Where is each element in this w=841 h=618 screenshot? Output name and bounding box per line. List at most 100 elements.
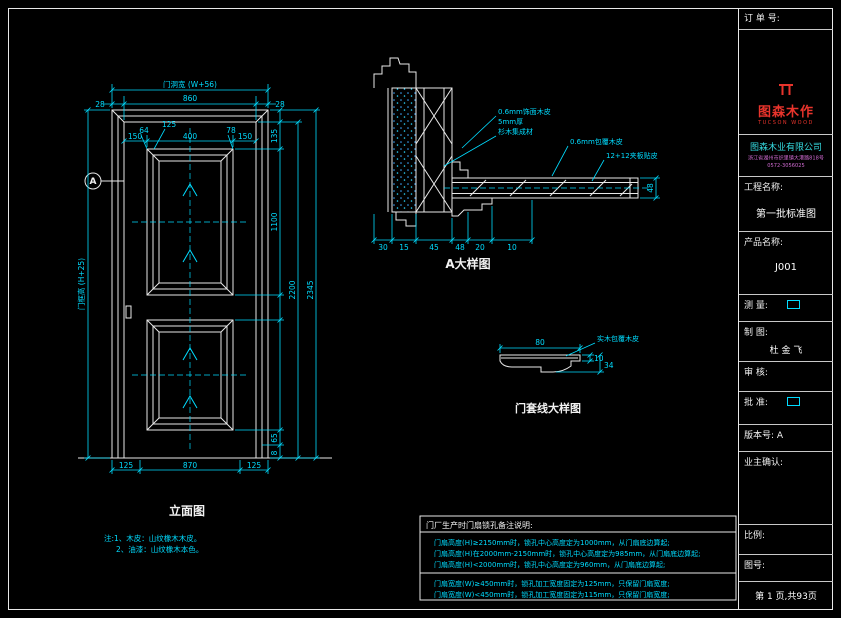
measure-label: 测 量:: [744, 301, 768, 311]
product-row: 产品名称: J001: [739, 232, 833, 295]
dim-stile-right: 150: [238, 132, 253, 141]
notes-title: 门厂生产时门扇锁孔备注说明:: [426, 520, 533, 530]
dim-8: 8: [270, 450, 279, 455]
project-label: 工程名称:: [744, 183, 784, 193]
dim-lead-64: 64: [139, 126, 149, 135]
dim-casing-10: 10: [594, 354, 604, 363]
dim-2200: 2200: [288, 280, 297, 299]
dim-a-48: 48: [455, 243, 465, 252]
scale-label: 比例:: [744, 531, 766, 541]
material-note-1: 注:1、木皮：山纹橡木木皮。: [104, 533, 201, 543]
casing-caption: 门套线大样图: [515, 401, 581, 415]
label-plywood: 12+12夹板贴皮: [606, 151, 658, 160]
company-name: 图森木业有限公司: [749, 143, 822, 153]
notes-box: [419, 515, 737, 601]
notes-line-1: 门扇高度(H)≥2150mm时，锁孔中心高度定为1000mm，从门扇底边算起;: [434, 538, 670, 547]
page-info-row: 第 1 页,共93页: [739, 582, 833, 610]
dim-panel-width: 400: [183, 132, 198, 141]
dim-28-left: 28: [95, 100, 105, 109]
draft-label: 制 图:: [744, 328, 768, 338]
order-number-row: 订 单 号:: [739, 8, 833, 30]
section-bubble-label: A: [90, 177, 97, 187]
dim-2345: 2345: [306, 280, 315, 299]
dim-leaf-width: 860: [183, 94, 198, 103]
review-label: 审 核:: [744, 368, 768, 378]
approve-stamp-box: [787, 397, 800, 406]
product-label: 产品名称:: [744, 238, 784, 248]
dim-a-45: 45: [429, 243, 439, 252]
dim-casing-34: 34: [604, 361, 614, 370]
title-block: 订 单 号: 图森木作 TUCSON WOOD 图森木业有限公司 浙江省湖州市织…: [738, 8, 833, 610]
version-label: 版本号: A: [744, 431, 784, 441]
approve-label: 批 准:: [744, 398, 768, 408]
project-value: 第一批标准图: [756, 209, 816, 220]
casing-dimension-lines: [497, 342, 604, 375]
dim-lead-125: 125: [162, 120, 177, 129]
dim-a-10: 10: [507, 243, 517, 252]
project-row: 工程名称: 第一批标准图: [739, 177, 833, 232]
measure-row: 测 量:: [739, 295, 833, 322]
review-row: 审 核:: [739, 362, 833, 392]
dim-frame-height: 门框高 (H+25): [76, 258, 86, 310]
notes-box-texts: 门厂生产时门扇锁孔备注说明: 门扇高度(H)≥2150mm时，锁孔中心高度定为1…: [426, 520, 701, 599]
elevation-dimension-lines: [84, 84, 320, 474]
dim-a-thickness: 48: [646, 183, 655, 193]
approve-row: 批 准:: [739, 392, 833, 425]
casing-profile-geometry: [499, 354, 581, 373]
dim-lead-78: 78: [226, 126, 236, 135]
figure-number-row: 图号:: [739, 555, 833, 582]
material-note-2: 2、油漆：山纹橡木本色。: [116, 544, 203, 554]
dim-bottom-mid: 870: [183, 461, 198, 470]
figure-number-label: 图号:: [744, 561, 766, 571]
dim-a-30: 30: [378, 243, 388, 252]
door-handle: [125, 305, 132, 319]
dim-65: 65: [270, 433, 279, 443]
grain-arrow-icons: [182, 183, 198, 409]
brand-name: 图森木作: [757, 105, 814, 120]
owner-confirm-row: 业主确认:: [739, 452, 833, 525]
dim-stile-left: 150: [128, 132, 143, 141]
label-face-veneer: 0.6mm饰面木皮: [498, 107, 551, 116]
dim-bottom-125r: 125: [247, 461, 262, 470]
notes-line-5: 门扇宽度(W)<450mm时，锁孔加工宽度固定为115mm，只保留门扇宽度;: [434, 590, 670, 599]
elevation-caption: 立面图: [169, 503, 205, 518]
dim-casing-80: 80: [535, 338, 545, 347]
tucson-logo-icon: [779, 84, 793, 95]
draft-value: 杜 金 飞: [769, 346, 803, 356]
label-solid-wood-veneer: 实木包覆木皮: [597, 334, 639, 343]
draft-row: 制 图: 杜 金 飞: [739, 322, 833, 362]
detail-a-texts: 0.6mm饰面木皮 5mm厚 杉木集成材 0.6mm包覆木皮 12+12夹板贴皮…: [378, 107, 657, 252]
page-info: 第 1 页,共93页: [755, 592, 817, 602]
scale-row: 比例:: [739, 525, 833, 555]
notes-line-3: 门扇高度(H)<2000mm时，锁孔中心高度定为960mm，从门扇底边算起;: [434, 560, 665, 569]
measure-stamp-box: [787, 300, 800, 309]
label-wrap-veneer: 0.6mm包覆木皮: [570, 137, 623, 146]
company-phone: 0572-3056025: [767, 162, 805, 169]
version-row: 版本号: A: [739, 425, 833, 452]
dim-28-right: 28: [275, 100, 285, 109]
order-number-label: 订 单 号:: [744, 14, 780, 24]
elevation-centerlines: [132, 128, 248, 452]
owner-confirm-label: 业主确认:: [744, 458, 784, 468]
detail-a-dimension-lines: [371, 115, 660, 244]
detail-a-geometry: [373, 57, 639, 227]
dim-135: 135: [270, 129, 279, 144]
label-5mm: 5mm厚: [498, 118, 523, 126]
notes-line-2: 门扇高度(H)在2000mm-2150mm时，锁孔中心高度定为985mm，从门扇…: [434, 549, 701, 558]
dim-a-15: 15: [399, 243, 409, 252]
sheet-border: [8, 8, 833, 610]
logo-row: 图森木作 TUCSON WOOD: [739, 30, 833, 135]
dim-a-20: 20: [475, 243, 485, 252]
product-value: J001: [774, 262, 798, 273]
elevation-dim-texts: 门洞宽 (W+56) 860 28 28 150 400 150 64 125 …: [76, 79, 315, 470]
company-row: 图森木业有限公司 浙江省湖州市织里镇大港路818号 0572-3056025: [739, 135, 833, 177]
dim-1100: 1100: [270, 212, 279, 231]
notes-line-4: 门扇宽度(W)≥450mm时，锁孔加工宽度固定为125mm，只保留门扇宽度;: [434, 579, 670, 588]
brand-name-en: TUCSON WOOD: [758, 120, 814, 126]
dim-bottom-125l: 125: [119, 461, 134, 470]
label-core: 杉木集成材: [498, 127, 533, 136]
dim-opening-width: 门洞宽 (W+56): [163, 79, 217, 89]
detail-a-caption: A大样图: [445, 256, 490, 271]
